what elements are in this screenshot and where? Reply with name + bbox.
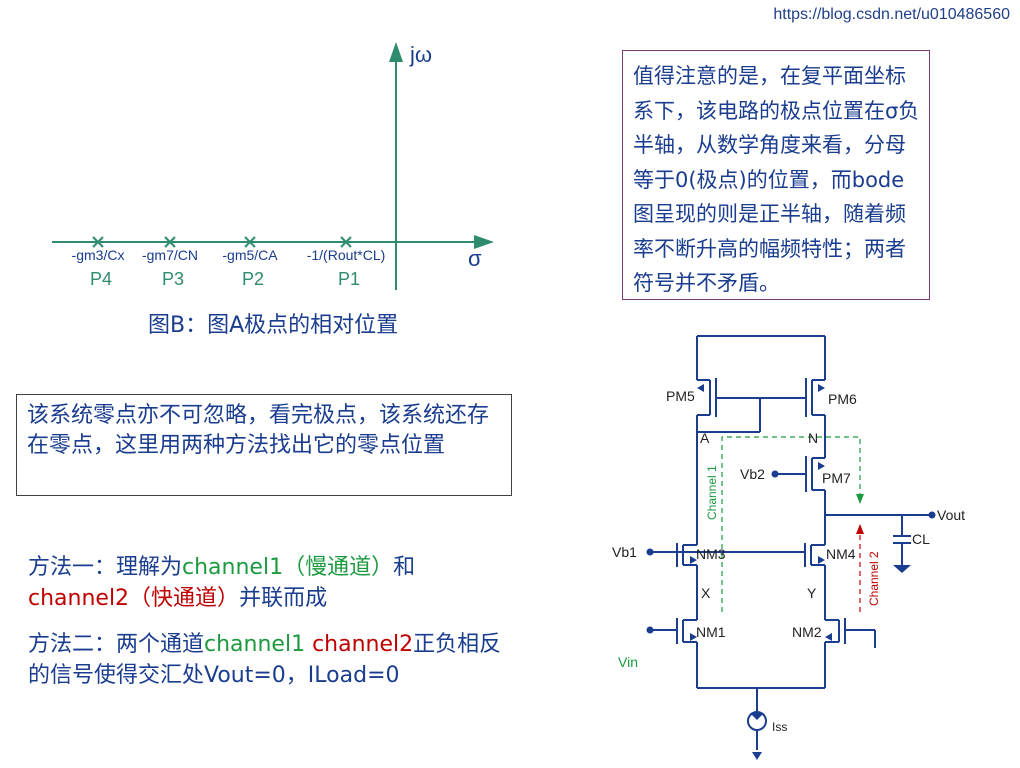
method1-mid: 和	[393, 555, 416, 580]
circuit-glyphs	[646, 384, 936, 760]
circuit-wires	[650, 335, 932, 750]
pole-name-p1: P1	[338, 269, 360, 289]
method2-suffix: 正负相反的信号使得交汇处Vout=0，ILoad=0	[28, 632, 502, 688]
method1-suffix: 并联而成	[239, 586, 328, 611]
imag-axis-label: jω	[409, 42, 432, 67]
vout-label: Vout	[937, 507, 965, 523]
node-a-label: A	[700, 430, 710, 446]
vb2-label: Vb2	[740, 466, 765, 482]
circuit-schematic: PM5 PM6 PM7 A N Vb2 Vb1 NM3 NM4 X Y NM1 …	[612, 335, 965, 760]
imag-axis-arrow	[389, 42, 403, 62]
channel1-path	[721, 436, 861, 612]
pole-marker-p4	[92, 236, 104, 248]
cl-label: CL	[912, 531, 930, 547]
pm5-label: PM5	[666, 388, 695, 404]
real-axis-label: σ	[468, 246, 482, 271]
node-y-label: Y	[807, 585, 817, 601]
pole-marker-p3	[164, 236, 176, 248]
iss-label: Iss	[772, 720, 787, 734]
note-text: 值得注意的是，在复平面坐标系下，该电路的极点位置在σ负半轴，从数学角度来看，分母…	[633, 64, 920, 295]
vin-label: Vin	[618, 654, 638, 670]
nm1-label: NM1	[696, 624, 726, 640]
method1-channel2: channel2（快通道）	[28, 586, 240, 611]
node-n-label: N	[808, 430, 818, 446]
zero-note-box: 该系统零点亦不可忽略，看完极点，该系统还存在零点，这里用两种方法找出它的零点位置	[16, 394, 512, 496]
node-x-label: X	[701, 585, 711, 601]
vb1-label: Vb1	[612, 544, 637, 560]
pole-marker-p1	[340, 236, 352, 248]
pole-expr-p2: -gm5/CA	[222, 247, 278, 263]
method-two: 方法二：两个通道channel1 channel2正负相反的信号使得交汇处Vou…	[28, 629, 518, 691]
channel1-label: Channel 1	[705, 465, 719, 520]
method1-channel1: channel1（慢通道）	[182, 555, 394, 580]
method-one: 方法一：理解为channel1（慢通道）和 channel2（快通道）并联而成	[28, 552, 498, 614]
real-axis-arrow	[474, 235, 494, 249]
method2-channel1: channel1	[204, 632, 306, 657]
zero-note-text: 该系统零点亦不可忽略，看完极点，该系统还存在零点，这里用两种方法找出它的零点位置	[27, 403, 490, 458]
pole-expr-p3: -gm7/CN	[142, 247, 198, 263]
pole-name-p2: P2	[242, 269, 264, 289]
pole-name-p4: P4	[90, 269, 112, 289]
channel2-arrow	[856, 524, 864, 534]
nm3-label: NM3	[696, 546, 726, 562]
nm4-label: NM4	[826, 546, 856, 562]
channel1-arrow	[856, 494, 864, 504]
note-box: 值得注意的是，在复平面坐标系下，该电路的极点位置在σ负半轴，从数学角度来看，分母…	[622, 50, 930, 300]
figure-caption: 图B：图A极点的相对位置	[148, 313, 399, 338]
pole-marker-p2	[244, 236, 256, 248]
pm6-label: PM6	[828, 391, 857, 407]
pole-name-p3: P3	[162, 269, 184, 289]
pole-expr-p4: -gm3/Cx	[72, 247, 125, 263]
method2-prefix: 方法二：两个通道	[28, 632, 205, 657]
channel2-label: Channel 2	[867, 551, 881, 606]
pole-expr-p1: -1/(Rout*CL)	[307, 247, 386, 263]
pm7-label: PM7	[822, 470, 851, 486]
method2-channel2: channel2	[312, 632, 414, 657]
nm2-label: NM2	[792, 624, 822, 640]
source-url[interactable]: https://blog.csdn.net/u010486560	[773, 6, 1010, 23]
method1-prefix: 方法一：理解为	[28, 555, 183, 580]
